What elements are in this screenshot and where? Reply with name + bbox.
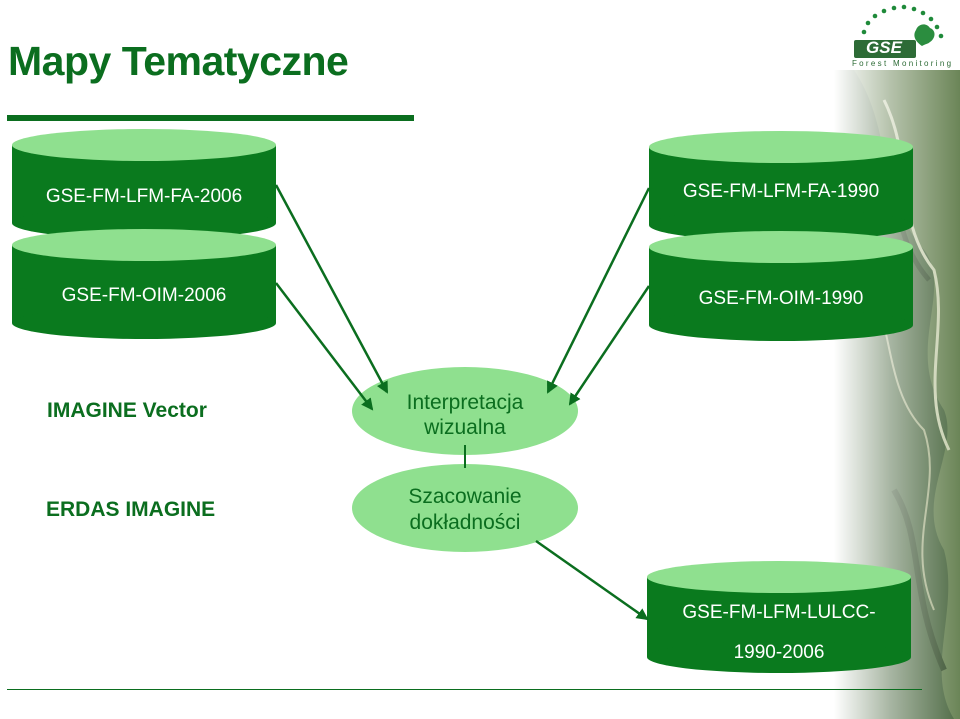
cylinder-lfm-fa-2006: [12, 129, 276, 239]
tool-label-erdas-imagine: ERDAS IMAGINE: [46, 498, 216, 521]
cylinder-label-lulcc-line2: 1990-2006: [733, 642, 825, 663]
bottom-divider: [7, 689, 922, 690]
arrow-lfm-fa-1990: [546, 187, 651, 394]
cylinder-oim-2006: [12, 229, 276, 339]
arrow-lfm-fa-2006: [274, 184, 389, 394]
title-underline: [7, 115, 414, 121]
cylinder-oim-1990: [649, 231, 913, 341]
arrow-oim-1990: [568, 285, 651, 406]
gse-logo: [854, 4, 944, 58]
arrow-oim-2006: [275, 282, 374, 411]
cylinder-label-lfm-fa-1990: GSE-FM-LFM-FA-1990: [682, 181, 880, 202]
cylinder-label-lulcc-line1: GSE-FM-LFM-LULCC-: [682, 602, 876, 623]
logo-subtitle: Forest Monitoring: [852, 59, 954, 68]
process-interpretation: [352, 367, 578, 455]
tool-label-imagine-vector: IMAGINE Vector: [47, 399, 207, 422]
process-label-accuracy-line1: Szacowanie: [408, 485, 522, 508]
cylinder-label-oim-1990: GSE-FM-OIM-1990: [698, 288, 864, 309]
process-label-interpretation-line2: wizualna: [424, 416, 506, 439]
process-accuracy: [352, 464, 578, 552]
process-label-interpretation-line1: Interpretacja: [406, 391, 524, 414]
cylinder-lulcc-1990-2006: [647, 561, 911, 673]
page-title: Mapy Tematyczne: [8, 38, 349, 84]
process-label-accuracy-line2: dokładności: [409, 511, 521, 534]
cylinder-label-lfm-fa-2006: GSE-FM-LFM-FA-2006: [45, 186, 243, 207]
cylinder-lfm-fa-1990: [649, 131, 913, 241]
logo-mark: GSE: [866, 38, 902, 57]
arrow-to-lulcc: [535, 539, 649, 621]
cylinder-label-oim-2006: GSE-FM-OIM-2006: [61, 285, 227, 306]
